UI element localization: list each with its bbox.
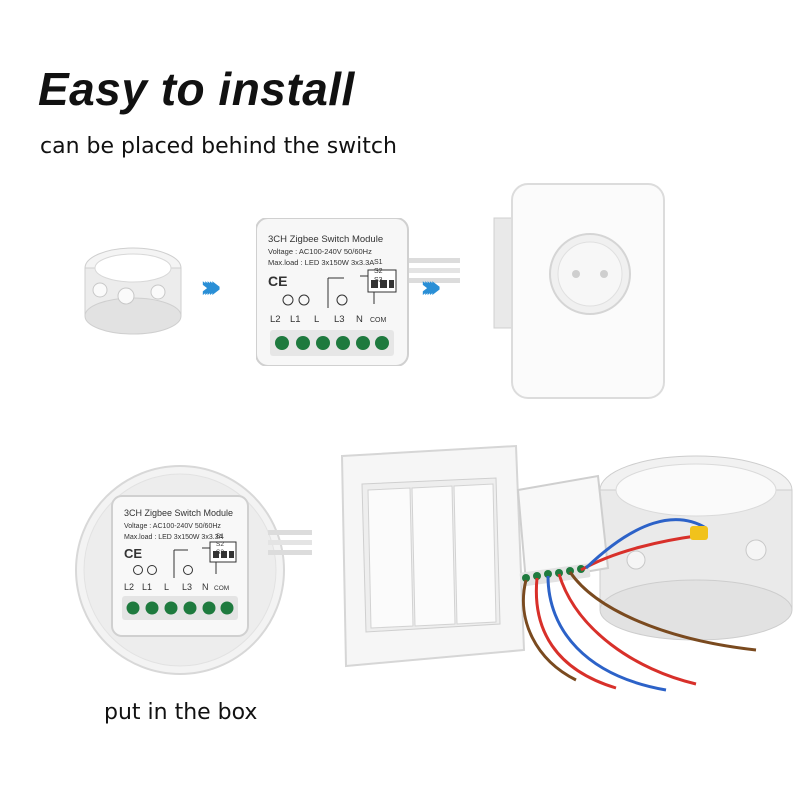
junction-box-image — [84, 247, 182, 335]
module-voltage: Voltage : AC100-240V 50/60Hz — [268, 247, 372, 256]
module-name: 3CH Zigbee Switch Module — [124, 508, 233, 518]
module-name: 3CH Zigbee Switch Module — [268, 234, 383, 245]
switch-input-label: S1 — [216, 533, 224, 540]
ce-mark: CE — [268, 273, 287, 289]
terminal-label: L2 — [270, 314, 281, 325]
page-subtitle: can be placed behind the switch — [40, 134, 397, 159]
switch-input-label: S3 — [374, 277, 383, 284]
terminal-label: L3 — [182, 582, 192, 592]
ce-mark: CE — [124, 546, 142, 561]
page-title: Easy to install — [38, 63, 355, 115]
module-maxload: Max.load : LED 3x150W 3x3.3A — [124, 534, 224, 541]
terminal-label: L — [164, 582, 169, 592]
chevron-right-icon: ››››› — [420, 270, 442, 305]
switch-module-image: 3CH Zigbee Switch Module Voltage : AC100… — [256, 218, 460, 366]
terminal-label: L1 — [142, 582, 152, 592]
switch-input-label: S2 — [374, 268, 383, 275]
terminal-label: L3 — [334, 314, 345, 325]
terminal-label: N — [356, 314, 363, 325]
wall-socket-image — [493, 183, 665, 399]
terminal-label: L2 — [124, 582, 134, 592]
switch-input-label: S2 — [216, 541, 224, 548]
wiring-installation-image — [340, 444, 793, 692]
module-voltage: Voltage : AC100-240V 50/60Hz — [124, 523, 221, 530]
caption-text: put in the box — [104, 700, 258, 725]
terminal-label: L — [314, 314, 319, 325]
switch-input-label: S3 — [216, 549, 224, 556]
terminal-label: COM — [214, 585, 229, 592]
module-maxload: Max.load : LED 3x150W 3x3.3A — [268, 258, 374, 267]
terminal-label: COM — [370, 317, 387, 324]
terminal-label: N — [202, 582, 209, 592]
terminal-label: L1 — [290, 314, 301, 325]
switch-input-label: S1 — [374, 259, 383, 266]
module-in-box-image: 3CH Zigbee Switch Module Voltage : AC100… — [75, 465, 312, 675]
chevron-right-icon: ››››› — [200, 270, 222, 305]
